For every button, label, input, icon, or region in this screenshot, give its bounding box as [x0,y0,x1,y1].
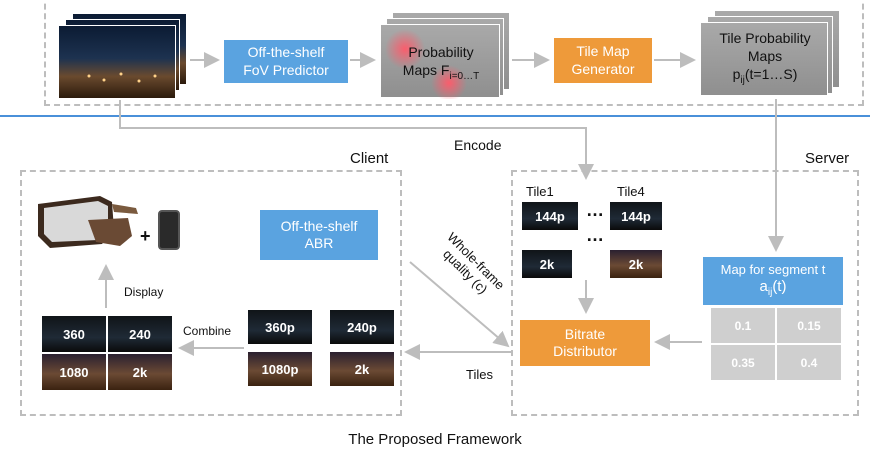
segment-map-formula: aij(t) [759,278,787,299]
probability-heat-spots [385,29,467,99]
vr-headset-icon [38,196,138,248]
combined-tile-4: 2k [108,354,172,390]
segment-map-cell-2: 0.15 [776,307,842,344]
combined-tile-3: 1080 [42,354,106,390]
section-divider [0,115,870,117]
figure-caption: The Proposed Framework [348,431,522,448]
tile-map-generator-box: Tile Map Generator [554,38,652,83]
segment-map-title: Map for segment t [720,262,826,278]
client-title: Client [350,150,389,167]
tile-probability-maps: Tile Probability Maps pij(t=1…S) [700,22,828,96]
plus-sign: + [140,226,151,246]
combined-tile-1: 360 [42,316,106,352]
probability-maps-subscript: i=0…T [449,70,480,82]
client-tile-2k: 2k [330,352,394,386]
panorama-lights [87,72,157,83]
probability-maps: Probability Maps Fi=0…T [380,24,500,99]
server-tile4-144p: 144p [610,202,662,230]
server-region [511,170,859,416]
bitrate-distributor-box: Bitrate Distributor [520,320,650,366]
tiles-label: Tiles [466,367,493,382]
smartphone-icon [158,210,180,250]
fov-predictor-box: Off-the-shelf FoV Predictor [224,40,348,83]
combined-tile-2: 240 [108,316,172,352]
input-video-frames [58,25,176,99]
segment-map-cell-1: 0.1 [710,307,776,344]
server-title: Server [805,150,850,167]
client-tile-240p: 240p [330,310,394,344]
encode-label: Encode [454,137,502,153]
server-tile1-2k: 2k [522,250,572,278]
segment-map-cell-3: 0.35 [710,344,776,381]
server-tile1-144p: 144p [522,202,578,230]
tile4-label: Tile4 [617,184,645,199]
horizontal-ellipsis: … [586,200,604,220]
server-tile4-2k: 2k [610,250,662,278]
whole-frame-quality-label: Whole-frame quality (c) [440,229,508,297]
display-label: Display [124,285,164,299]
segment-map-header: Map for segment t aij(t) [703,257,843,305]
client-tile-1080p: 1080p [248,352,312,386]
combine-label: Combine [183,324,232,338]
client-tile-360p: 360p [248,310,312,344]
segment-map-cell-4: 0.4 [776,344,842,381]
tile1-label: Tile1 [526,184,554,199]
vertical-ellipsis: … [586,225,604,245]
client-abr-box: Off-the-shelf ABR [260,210,378,260]
tile-probability-label: Tile Probability Maps pij(t=1…S) [719,30,811,87]
probability-maps-label: Probability Maps Fi=0…T [402,44,480,82]
